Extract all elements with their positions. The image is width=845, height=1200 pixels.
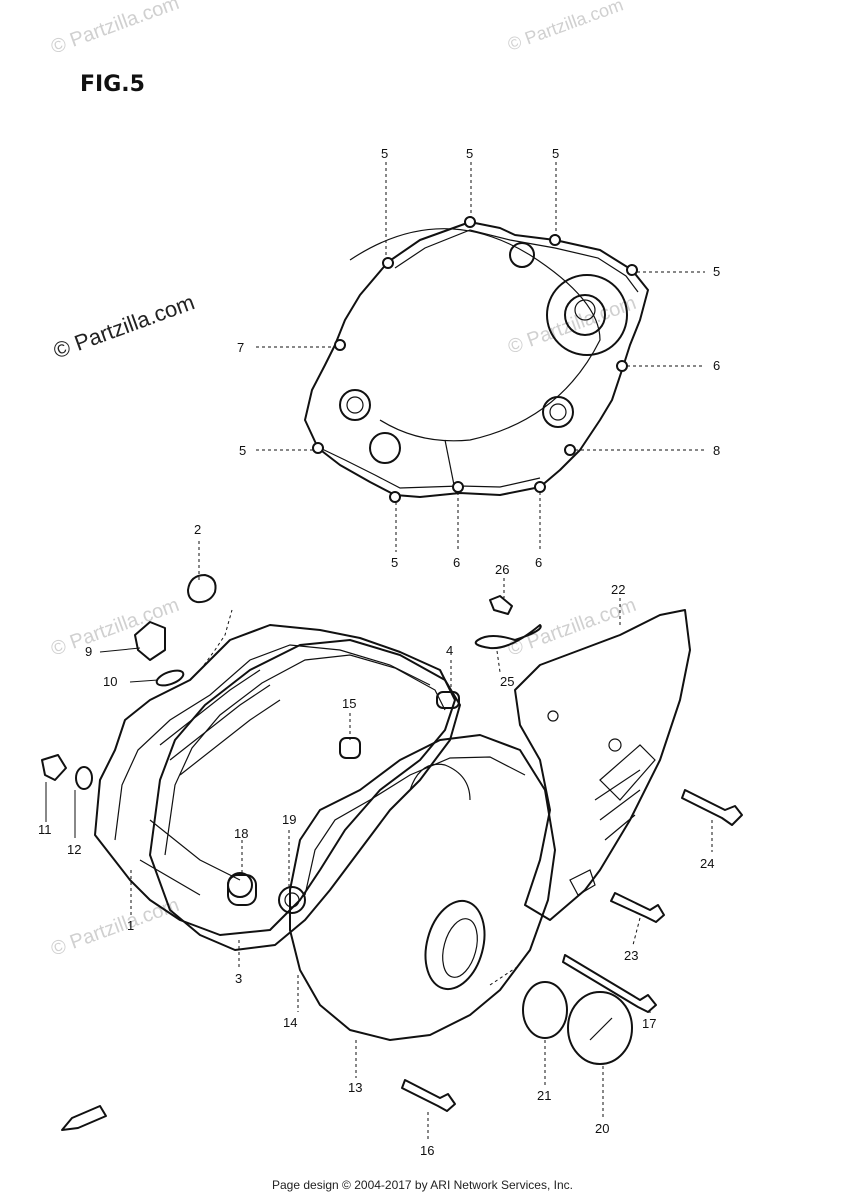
callout: 11 <box>38 822 52 837</box>
callout: 2 <box>194 522 201 537</box>
callout: 24 <box>700 856 714 871</box>
callout: 3 <box>235 971 242 986</box>
callout: 16 <box>420 1143 434 1158</box>
leader-lines-lower <box>45 541 713 1140</box>
callout: 18 <box>234 826 248 841</box>
generator-cover <box>278 734 556 1041</box>
callout: 19 <box>282 812 296 827</box>
callout: 5 <box>239 443 246 458</box>
callout: 5 <box>466 146 473 161</box>
callout: 13 <box>348 1080 362 1095</box>
crankcase-gasket <box>149 639 461 951</box>
small-parts <box>41 574 743 1112</box>
callout: 20 <box>595 1121 609 1136</box>
callout: 22 <box>611 582 625 597</box>
callout: 23 <box>624 948 638 963</box>
callout: 5 <box>552 146 559 161</box>
bolt-holes <box>312 216 638 503</box>
callout: 14 <box>283 1015 297 1030</box>
callout: 5 <box>713 264 720 279</box>
callout: 10 <box>103 674 117 689</box>
callout: 7 <box>237 340 244 355</box>
callout: 15 <box>342 696 356 711</box>
callout: 9 <box>85 644 92 659</box>
callout-labels: 5 5 5 5 7 6 5 8 5 6 6 2 26 22 9 10 4 25 … <box>38 146 720 1158</box>
clutch-cover-top <box>304 221 649 498</box>
crankcase-left <box>94 624 456 936</box>
callout: 21 <box>537 1088 551 1103</box>
figure-title: FIG.5 <box>80 72 145 97</box>
callout: 12 <box>67 842 81 857</box>
footer-copyright: Page design © 2004-2017 by ARI Network S… <box>271 1178 573 1192</box>
callout: 17 <box>642 1016 656 1031</box>
leader-lines-top <box>256 162 705 552</box>
callout: 25 <box>500 674 514 689</box>
callout: 5 <box>391 555 398 570</box>
callout: 6 <box>535 555 542 570</box>
callout: 6 <box>453 555 460 570</box>
fwd-arrow-icon: FWD <box>61 1105 107 1131</box>
sprocket-cover <box>514 609 691 921</box>
callout: 8 <box>713 443 720 458</box>
callout: 5 <box>381 146 388 161</box>
callout: 26 <box>495 562 509 577</box>
callout: 4 <box>446 643 453 658</box>
callout: 1 <box>127 918 134 933</box>
callout: 6 <box>713 358 720 373</box>
